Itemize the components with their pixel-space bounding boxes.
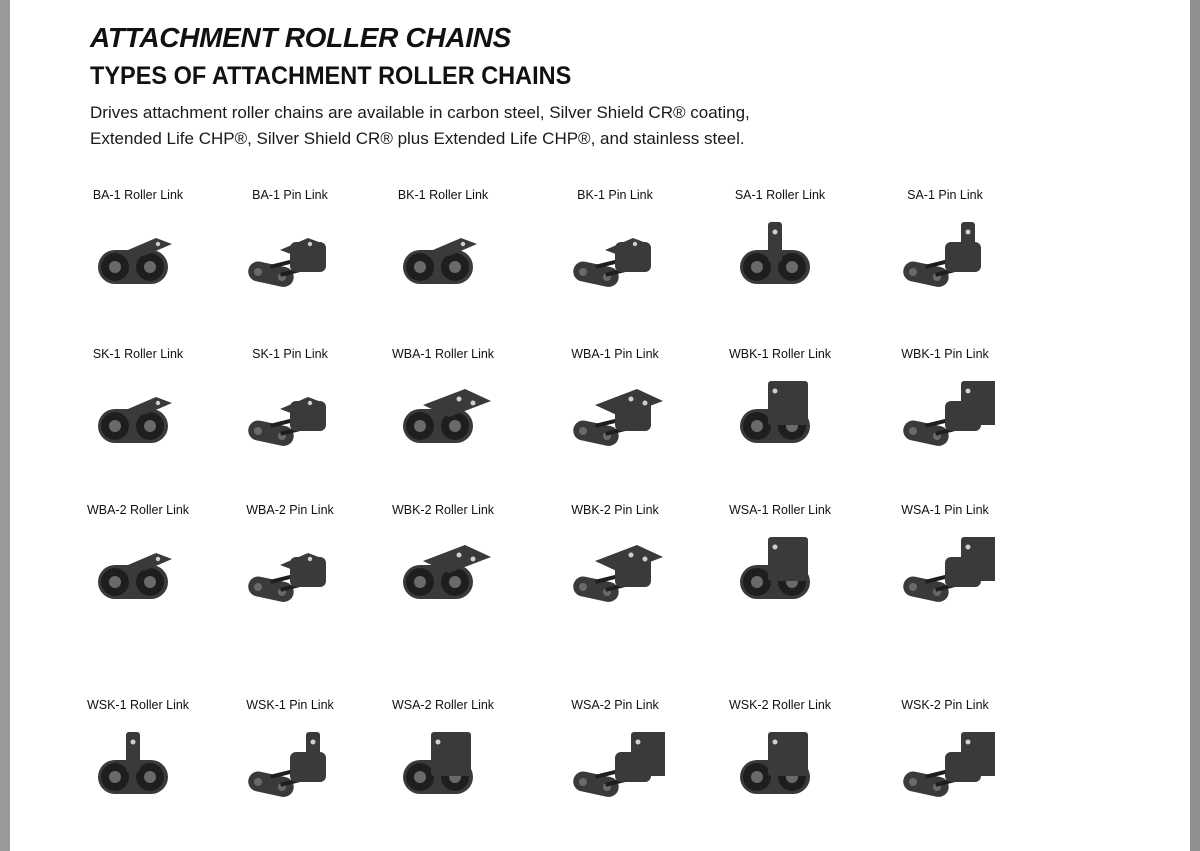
link-type-label: WBA-1 Roller Link	[391, 347, 495, 361]
link-type-item: WSK-2 Pin Link	[860, 698, 1030, 828]
link-type-item: WBK-1 Roller Link	[695, 347, 865, 477]
document-page: ATTACHMENT ROLLER CHAINS TYPES OF ATTACH…	[10, 0, 1190, 851]
link-type-label: WBK-1 Roller Link	[728, 347, 832, 361]
link-type-item: SA-1 Roller Link	[695, 188, 865, 318]
wsk-1-roller-link-image	[88, 730, 188, 810]
link-type-item: WSA-1 Roller Link	[695, 503, 865, 633]
intro-line-1: Drives attachment roller chains are avai…	[90, 103, 750, 122]
link-type-item: BK-1 Pin Link	[530, 188, 700, 318]
link-type-item: WSA-2 Roller Link	[358, 698, 528, 828]
link-type-label: WBK-2 Roller Link	[391, 503, 495, 517]
link-type-item: BA-1 Pin Link	[205, 188, 375, 318]
viewer-edge	[1190, 0, 1200, 851]
link-type-label: WBK-1 Pin Link	[901, 347, 989, 361]
link-type-item: WSK-1 Pin Link	[205, 698, 375, 828]
link-type-label: WSA-1 Pin Link	[901, 503, 989, 517]
link-type-item: WBA-1 Roller Link	[358, 347, 528, 477]
page-subtitle: TYPES OF ATTACHMENT ROLLER CHAINS	[90, 62, 572, 90]
link-type-label: WSA-2 Pin Link	[571, 698, 659, 712]
wbk-1-roller-link-image	[730, 379, 830, 459]
link-type-label: SA-1 Pin Link	[907, 188, 983, 202]
wba-1-pin-link-image	[565, 379, 665, 459]
link-type-item: WSA-2 Pin Link	[530, 698, 700, 828]
page-title: ATTACHMENT ROLLER CHAINS	[90, 22, 512, 53]
link-type-label: BA-1 Pin Link	[252, 188, 328, 202]
link-type-label: WBA-2 Pin Link	[246, 503, 334, 517]
link-type-item: WBA-1 Pin Link	[530, 347, 700, 477]
link-type-label: SK-1 Pin Link	[252, 347, 328, 361]
wbk-2-pin-link-image	[565, 535, 665, 615]
sa-1-roller-link-image	[730, 220, 830, 300]
link-type-label: WBK-2 Pin Link	[571, 503, 659, 517]
sa-1-pin-link-image	[895, 220, 995, 300]
ba-1-pin-link-image	[240, 220, 340, 300]
link-type-item: SK-1 Roller Link	[53, 347, 223, 477]
intro-line-2: Extended Life CHP®, Silver Shield CR® pl…	[90, 129, 745, 148]
link-type-label: SA-1 Roller Link	[734, 188, 826, 202]
link-type-label: BA-1 Roller Link	[92, 188, 184, 202]
wba-1-roller-link-image	[393, 379, 493, 459]
link-type-item: WSA-1 Pin Link	[860, 503, 1030, 633]
wsa-2-pin-link-image	[565, 730, 665, 810]
sk-1-pin-link-image	[240, 379, 340, 459]
link-type-label: BK-1 Roller Link	[397, 188, 489, 202]
link-type-item: WBK-2 Roller Link	[358, 503, 528, 633]
link-type-label: WBA-1 Pin Link	[571, 347, 659, 361]
link-type-label: WSK-2 Pin Link	[901, 698, 989, 712]
link-type-item: WBK-2 Pin Link	[530, 503, 700, 633]
ba-1-roller-link-image	[88, 220, 188, 300]
wbk-1-pin-link-image	[895, 379, 995, 459]
link-type-item: WBK-1 Pin Link	[860, 347, 1030, 477]
link-type-label: WSA-1 Roller Link	[728, 503, 832, 517]
link-type-label: WSK-1 Roller Link	[86, 698, 190, 712]
link-type-label: WSK-2 Roller Link	[728, 698, 832, 712]
link-type-label: WSK-1 Pin Link	[246, 698, 334, 712]
link-type-item: WSK-1 Roller Link	[53, 698, 223, 828]
wsk-2-pin-link-image	[895, 730, 995, 810]
link-type-item: SK-1 Pin Link	[205, 347, 375, 477]
wsk-2-roller-link-image	[730, 730, 830, 810]
bk-1-pin-link-image	[565, 220, 665, 300]
link-type-item: WSK-2 Roller Link	[695, 698, 865, 828]
wba-2-roller-link-image	[88, 535, 188, 615]
wbk-2-roller-link-image	[393, 535, 493, 615]
link-type-item: SA-1 Pin Link	[860, 188, 1030, 318]
link-type-item: BA-1 Roller Link	[53, 188, 223, 318]
link-type-label: SK-1 Roller Link	[92, 347, 184, 361]
wsa-1-pin-link-image	[895, 535, 995, 615]
link-type-label: WSA-2 Roller Link	[391, 698, 495, 712]
bk-1-roller-link-image	[393, 220, 493, 300]
wsa-1-roller-link-image	[730, 535, 830, 615]
link-type-label: BK-1 Pin Link	[577, 188, 653, 202]
link-type-item: BK-1 Roller Link	[358, 188, 528, 318]
sk-1-roller-link-image	[88, 379, 188, 459]
wba-2-pin-link-image	[240, 535, 340, 615]
wsa-2-roller-link-image	[393, 730, 493, 810]
link-type-item: WBA-2 Roller Link	[53, 503, 223, 633]
link-type-item: WBA-2 Pin Link	[205, 503, 375, 633]
intro-paragraph: Drives attachment roller chains are avai…	[90, 100, 810, 152]
link-type-label: WBA-2 Roller Link	[86, 503, 190, 517]
wsk-1-pin-link-image	[240, 730, 340, 810]
